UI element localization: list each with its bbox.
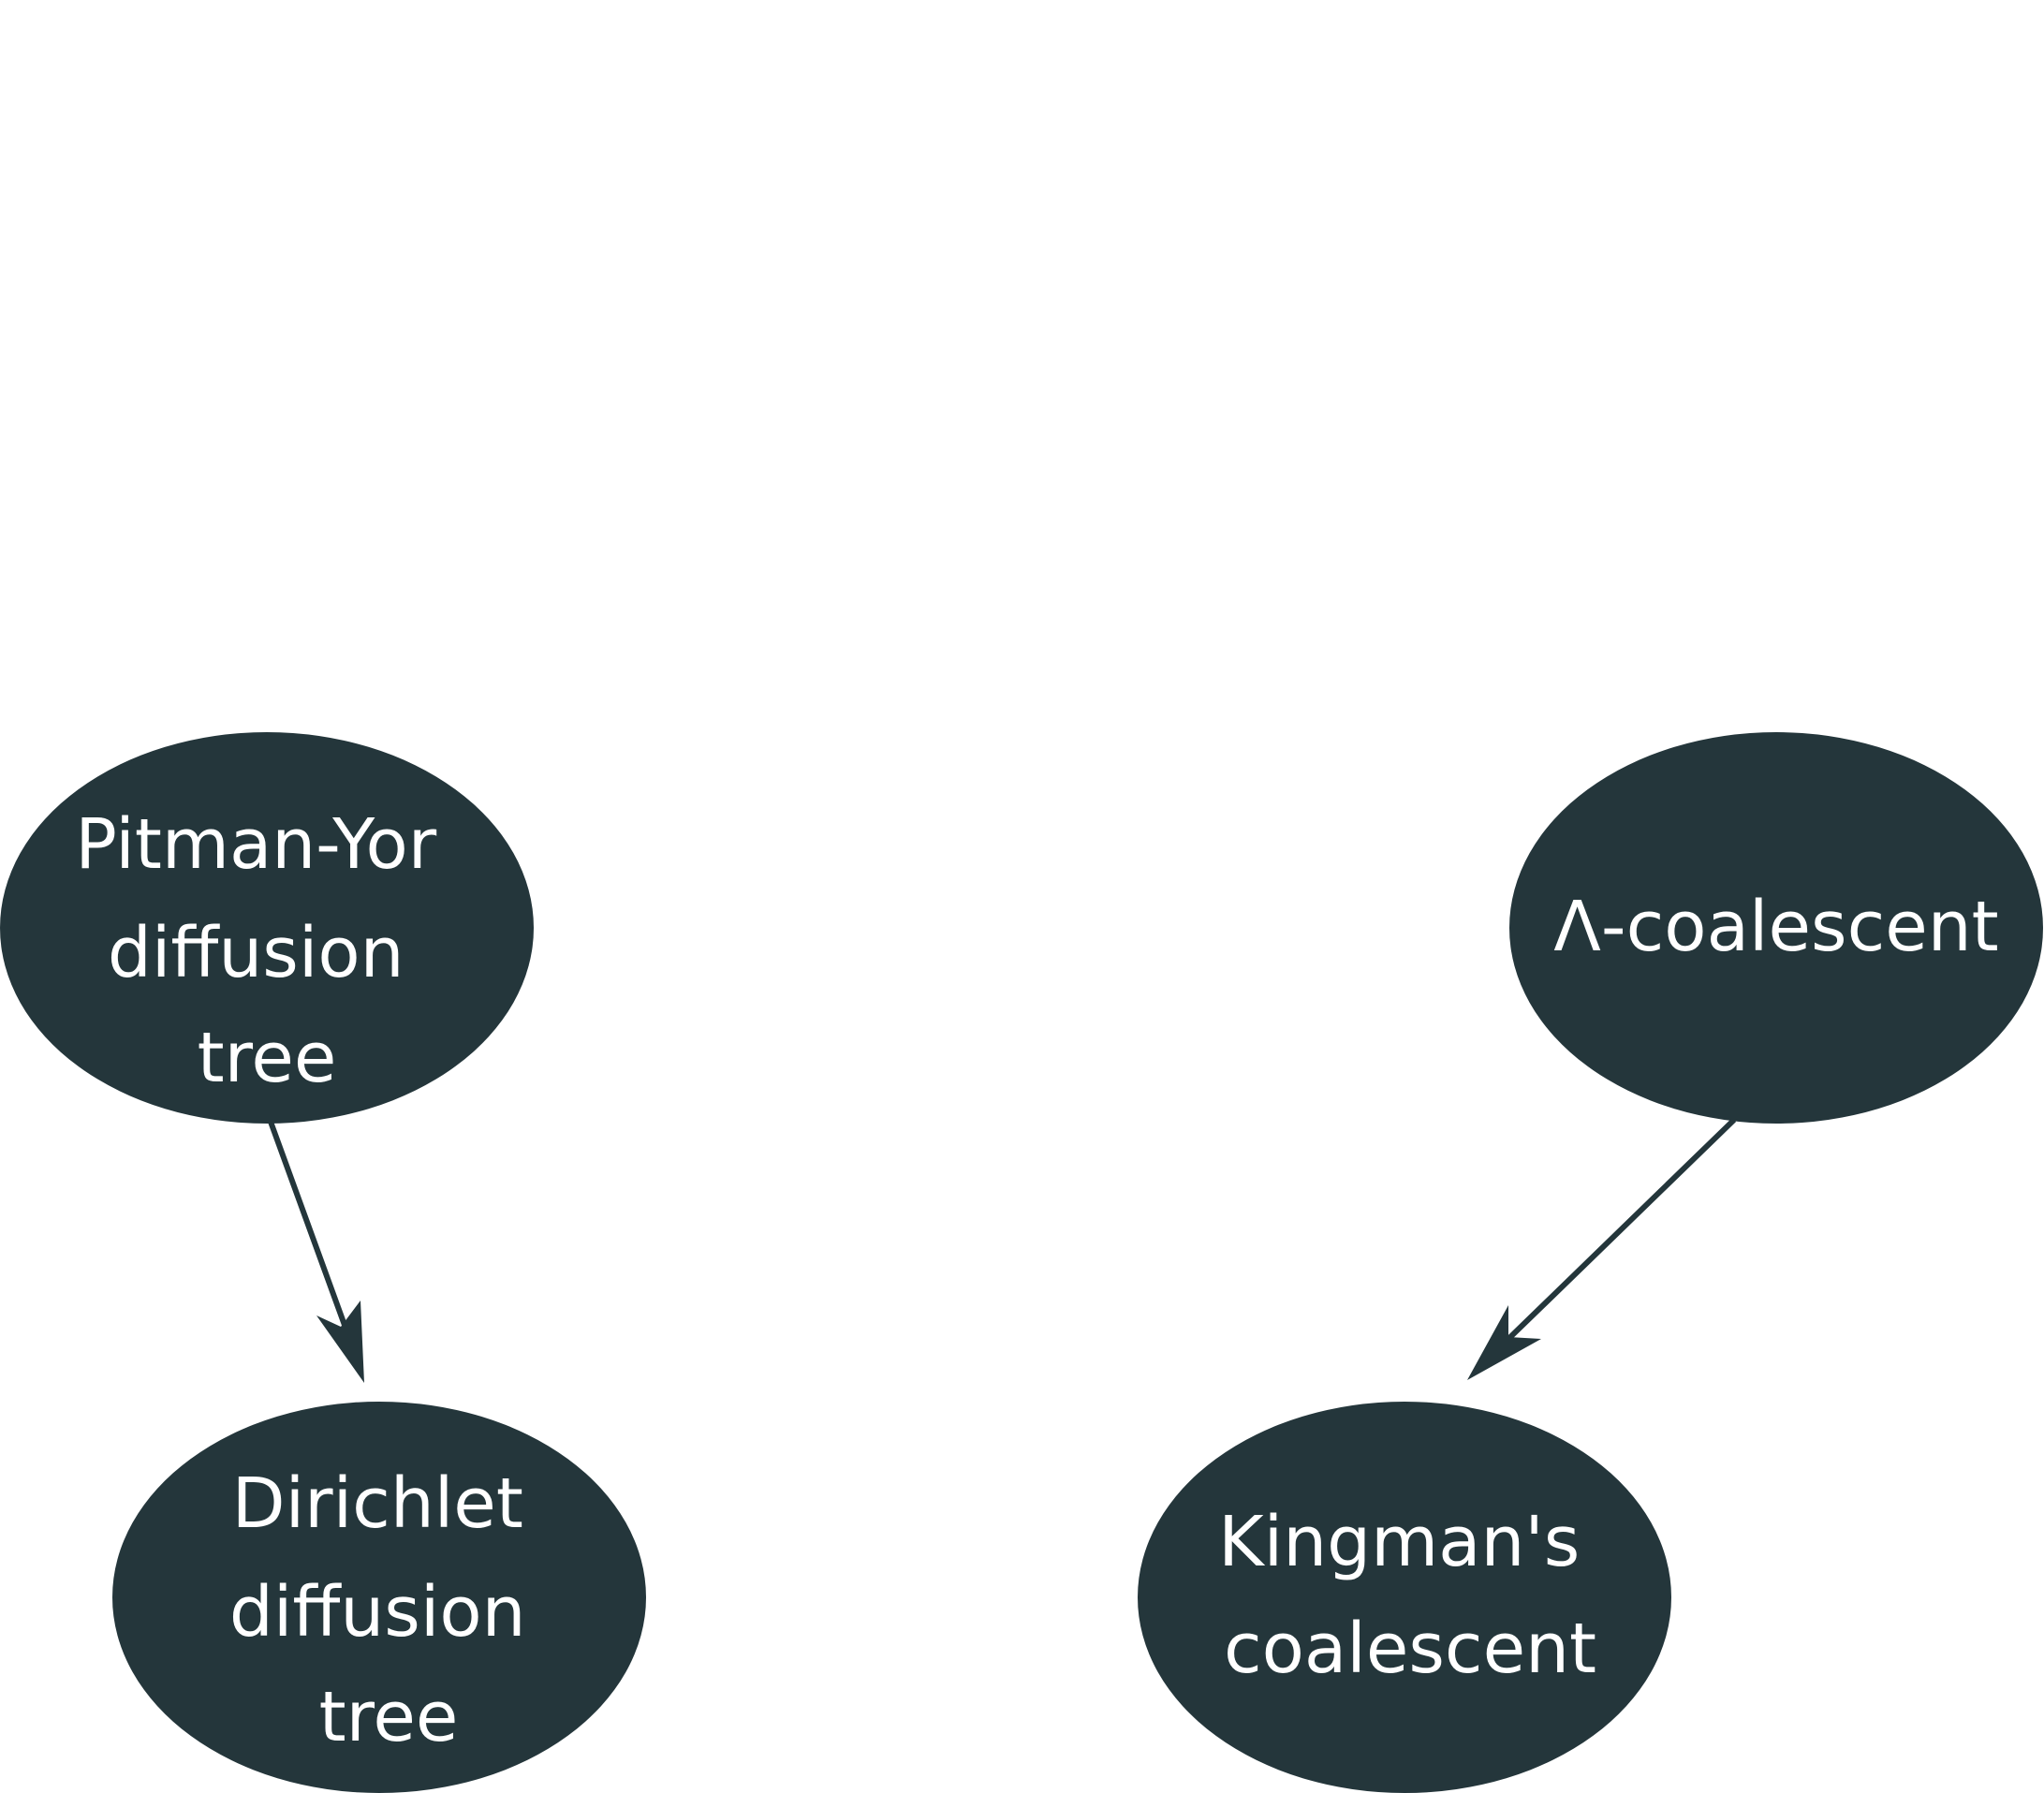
node-label: Dirichlet diffusion tree	[229, 1463, 548, 1757]
node-label-line: Pitman-Yor	[75, 804, 436, 885]
node-shape	[0, 732, 534, 1124]
edges	[268, 1117, 1737, 1383]
node-lambda-coalescent[interactable]: Λ-coalescent	[1509, 732, 2043, 1124]
node-shape	[1509, 732, 2043, 1124]
node-label-line: tree	[198, 1018, 337, 1098]
node-label: Pitman-Yor diffusion tree	[75, 804, 458, 1098]
node-label: Kingman's coalescent	[1218, 1502, 1602, 1689]
node-label-line: Dirichlet	[232, 1463, 523, 1544]
node-shape	[112, 1402, 646, 1793]
node-label: Λ-coalescent	[1553, 887, 1998, 967]
edge-pitman-yor-to-dirichlet	[268, 1120, 364, 1383]
node-shape	[1138, 1402, 1671, 1793]
node-label-line: diffusion	[108, 913, 404, 993]
node-label-line: diffusion	[229, 1572, 526, 1653]
edge-line	[1507, 1117, 1737, 1341]
node-label-line: Kingman's	[1218, 1502, 1580, 1582]
node-label-line: coalescent	[1224, 1609, 1596, 1689]
node-kingman[interactable]: Kingman's coalescent	[1138, 1402, 1671, 1793]
node-label-line: tree	[319, 1677, 459, 1757]
arrowhead-icon	[316, 1301, 364, 1383]
node-label-line: Λ-coalescent	[1553, 887, 1998, 967]
arrowhead-icon	[1467, 1305, 1541, 1380]
edge-lambda-to-kingman	[1467, 1117, 1737, 1380]
edge-line	[268, 1120, 348, 1330]
node-pitman-yor[interactable]: Pitman-Yor diffusion tree	[0, 732, 534, 1124]
node-dirichlet[interactable]: Dirichlet diffusion tree	[112, 1402, 646, 1793]
